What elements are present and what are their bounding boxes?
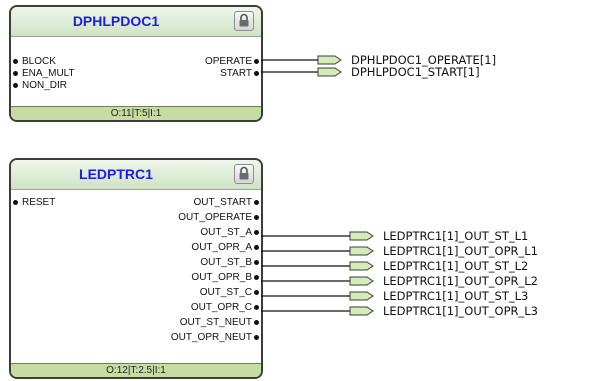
block-footer: O:11|T:5|I:1 xyxy=(11,106,261,120)
output-connector-icon[interactable] xyxy=(317,55,342,65)
output-port-dot xyxy=(254,335,259,340)
input-port-non-dir[interactable]: NON_DIR xyxy=(13,80,68,92)
output-port-label: OUT_OPR_C xyxy=(190,302,252,313)
input-port-block[interactable]: BLOCK xyxy=(13,56,56,68)
output-port-dot xyxy=(254,200,259,205)
output-port-label: OUT_OPR_A xyxy=(191,242,252,253)
output-port-dot xyxy=(254,215,259,220)
block-title: LEDPTRC1 xyxy=(79,166,153,182)
output-port-label: OUT_ST_C xyxy=(199,287,252,298)
output-connector-icon[interactable] xyxy=(349,261,374,271)
input-port-dot xyxy=(13,83,18,88)
output-port-label: OUT_ST_B xyxy=(200,257,252,268)
block-header: DPHLPDOC1 xyxy=(11,7,261,37)
output-port-dot xyxy=(254,305,259,310)
block-footer: O:12|T:2.5|I:1 xyxy=(11,363,261,377)
output-connector-icon[interactable] xyxy=(349,231,374,241)
signal-label-dph-start[interactable]: DPHLPDOC1_START[1] xyxy=(351,65,480,79)
output-connector-icon[interactable] xyxy=(349,291,374,301)
block-header: LEDPTRC1 xyxy=(11,160,261,190)
signal-label-dph-operate[interactable]: DPHLPDOC1_OPERATE[1] xyxy=(351,53,497,67)
function-block-ledptrc1[interactable]: LEDPTRC1 RESET OUT_START OUT_OPERATE OUT… xyxy=(9,158,263,379)
block-title: DPHLPDOC1 xyxy=(72,13,160,29)
output-port-dot xyxy=(254,275,259,280)
output-port-dot xyxy=(254,290,259,295)
signal-label-led-st-l1[interactable]: LEDPTRC1[1]_OUT_ST_L1 xyxy=(383,229,529,243)
signal-label-led-st-l3[interactable]: LEDPTRC1[1]_OUT_ST_L3 xyxy=(383,289,529,303)
output-connector-icon[interactable] xyxy=(349,276,374,286)
input-port-reset[interactable]: RESET xyxy=(13,197,56,209)
output-connector-icon[interactable] xyxy=(349,246,374,256)
output-port-label: OPERATE xyxy=(204,56,252,67)
lock-icon[interactable] xyxy=(234,164,254,184)
output-connector-icon[interactable] xyxy=(349,306,374,316)
output-port-label: OUT_OPR_B xyxy=(191,272,252,283)
output-port-label: OUT_START xyxy=(193,197,252,208)
output-port-label: OUT_ST_A xyxy=(200,227,252,238)
input-port-label: RESET xyxy=(22,197,56,208)
input-port-label: BLOCK xyxy=(22,56,56,67)
output-port-label: OUT_OPR_NEUT xyxy=(170,332,252,343)
input-port-dot xyxy=(13,59,18,64)
input-port-label: NON_DIR xyxy=(22,80,68,91)
output-port-label: OUT_OPERATE xyxy=(178,212,252,223)
output-port-dot xyxy=(254,230,259,235)
signal-label-led-opr-l2[interactable]: LEDPTRC1[1]_OUT_OPR_L2 xyxy=(383,274,538,288)
input-port-dot xyxy=(13,200,18,205)
output-port-dot xyxy=(254,59,259,64)
output-connector-icon[interactable] xyxy=(317,67,342,77)
input-port-label: ENA_MULT xyxy=(22,68,75,79)
output-port-dot xyxy=(254,320,259,325)
output-port-dot xyxy=(254,245,259,250)
output-port-dot xyxy=(254,71,259,76)
signal-label-led-st-l2[interactable]: LEDPTRC1[1]_OUT_ST_L2 xyxy=(383,259,529,273)
output-port-label: START xyxy=(220,68,252,79)
signal-label-led-opr-l1[interactable]: LEDPTRC1[1]_OUT_OPR_L1 xyxy=(383,244,538,258)
function-block-dphlpdoc1[interactable]: DPHLPDOC1 BLOCK ENA_MULT NON_DIR OPERATE… xyxy=(9,5,263,122)
input-port-dot xyxy=(13,71,18,76)
input-port-ena-mult[interactable]: ENA_MULT xyxy=(13,68,75,80)
output-port-label: OUT_ST_NEUT xyxy=(179,317,252,328)
lock-icon[interactable] xyxy=(234,11,254,31)
signal-label-led-opr-l3[interactable]: LEDPTRC1[1]_OUT_OPR_L3 xyxy=(383,304,538,318)
output-port-dot xyxy=(254,260,259,265)
